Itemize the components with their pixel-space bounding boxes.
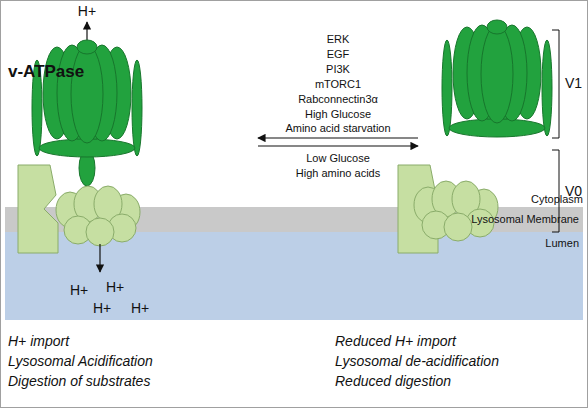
band-label: Lumen xyxy=(5,237,579,249)
regulator-label: High amino acids xyxy=(296,167,380,180)
central-stalk xyxy=(79,150,95,186)
effect-note: Lysosomal Acidification xyxy=(8,353,153,369)
regulator-label: EGF xyxy=(327,48,350,61)
assembly-arrow xyxy=(258,137,418,138)
regulator-label: Amino acid starvation xyxy=(285,122,390,135)
effect-note: Reduced digestion xyxy=(335,373,451,389)
v1-domain xyxy=(442,20,552,137)
v1-domain xyxy=(32,40,142,157)
regulator-label: ERK xyxy=(327,33,350,46)
effect-note: H+ import xyxy=(8,333,69,349)
part-label: H+ xyxy=(106,279,124,295)
effect-note: Lysosomal de-acidification xyxy=(335,353,499,369)
v1-bracket xyxy=(552,30,559,138)
part-label: H+ xyxy=(131,300,149,316)
regulator-label: mTORC1 xyxy=(315,78,361,91)
part-label: v-ATPase xyxy=(8,62,84,82)
regulator-label: Cytoplasm xyxy=(531,193,583,206)
effect-note: Digestion of substrates xyxy=(8,373,150,389)
proton-exit-line xyxy=(86,22,87,40)
membrane-band: Lysosomal Membrane xyxy=(5,207,583,232)
part-label: H+ xyxy=(70,282,88,298)
regulator-label: PI3K xyxy=(326,63,350,76)
regulator-label: Low Glucose xyxy=(306,152,370,165)
band-label: Lysosomal Membrane xyxy=(5,213,579,225)
part-label: V1 xyxy=(565,75,582,91)
lumen-band: Lumen xyxy=(5,232,583,320)
regulator-label: High Glucose xyxy=(305,108,371,121)
disassembly-arrow xyxy=(258,145,418,146)
effect-note: Reduced H+ import xyxy=(335,333,456,349)
part-label: H+ xyxy=(93,300,111,316)
regulator-label: Rabconnectin3α xyxy=(298,93,378,106)
part-label: H+ xyxy=(78,3,96,19)
